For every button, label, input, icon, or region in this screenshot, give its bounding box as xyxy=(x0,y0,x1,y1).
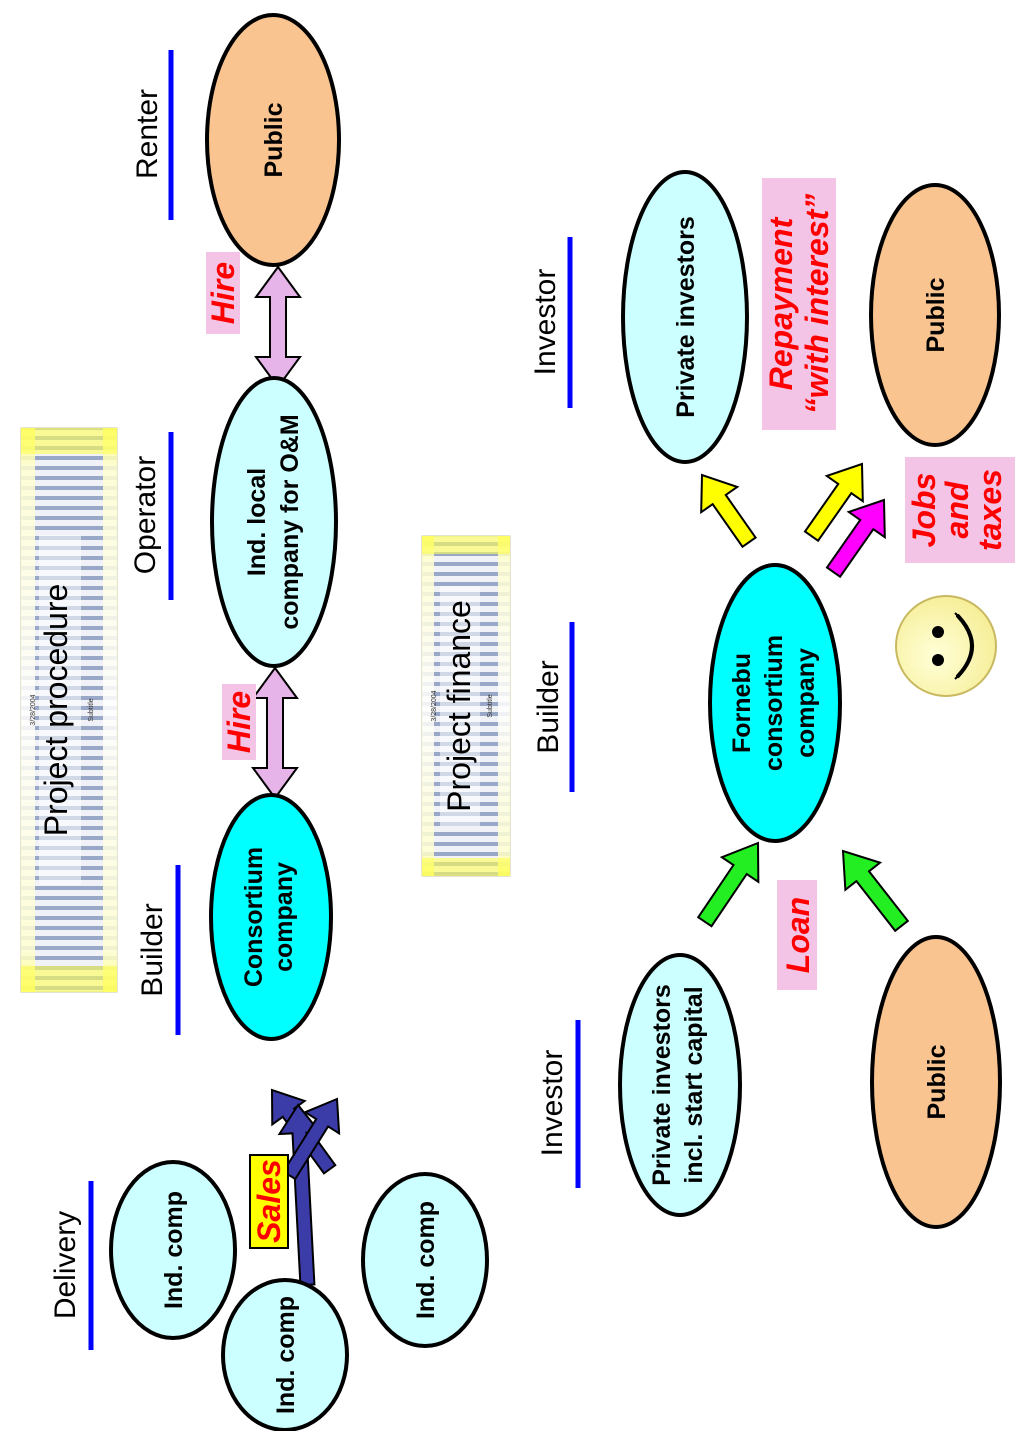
finance-banner-subtitle: Subtitle xyxy=(487,694,494,717)
role-label-builder: Builder xyxy=(136,903,169,996)
role-investor-right: Investor xyxy=(529,237,573,408)
role-builder-procedure: Builder xyxy=(136,865,181,1035)
loan-arrow xyxy=(841,849,910,933)
private-start-capital-node: Private investors incl. start capital xyxy=(618,953,742,1217)
public-label: Public xyxy=(922,277,950,352)
role-renter: Renter xyxy=(131,50,174,220)
private-start-label-line2: incl. start capital xyxy=(680,986,708,1183)
hire-double-arrow-1 xyxy=(251,666,299,800)
repayment-arrow xyxy=(803,462,864,543)
role-label-operator: Operator xyxy=(129,456,162,574)
private-investors-node: Private investors xyxy=(621,170,749,464)
jobs-taxes-label-line1: Jobs xyxy=(906,473,942,548)
role-builder-finance: Builder xyxy=(532,622,575,792)
procedure-banner-date: 3/28/2004 xyxy=(30,694,37,725)
ind-comp-label: Ind. comp xyxy=(160,1191,188,1309)
repayment-label-line2: “with interest” xyxy=(799,194,835,414)
repayment-arrow xyxy=(700,473,757,549)
hire-label: Hire xyxy=(221,691,257,753)
public-label: Public xyxy=(260,102,288,177)
sales-flow-label: Sales xyxy=(249,1154,289,1249)
jobs-taxes-flow-label: Jobs and taxes xyxy=(905,457,1015,563)
jobs-taxes-arrow xyxy=(825,498,886,579)
sales-label: Sales xyxy=(251,1159,287,1243)
consortium-label-line1: Consortium xyxy=(240,847,268,987)
role-label-builder: Builder xyxy=(532,660,565,753)
loan-arrow xyxy=(696,841,760,928)
fornebu-label-line1: Fornebu xyxy=(728,653,756,753)
loan-label: Loan xyxy=(780,897,816,973)
role-label-delivery: Delivery xyxy=(49,1211,82,1319)
role-label-investor: Investor xyxy=(536,1050,569,1157)
fornebu-label-line2: consortium xyxy=(760,635,788,771)
ind-comp-label: Ind. comp xyxy=(412,1201,440,1319)
private-start-label-line1: Private investors xyxy=(648,984,676,1186)
public-renter-node: Public xyxy=(205,13,341,267)
local-company-label-line1: Ind. local xyxy=(243,468,271,576)
ind-comp-node: Ind. comp xyxy=(361,1172,489,1348)
sales-arrow xyxy=(281,1097,341,1181)
hire-double-arrow-2 xyxy=(254,265,302,389)
hire-flow-label-1: Hire xyxy=(221,684,257,760)
procedure-banner: Project procedure 3/28/2004 Subtitle xyxy=(20,427,118,993)
public-investor-node: Public xyxy=(870,935,1002,1229)
private-investors-label: Private investors xyxy=(672,216,700,418)
public-label: Public xyxy=(923,1044,951,1119)
repayment-flow-label: Repayment “with interest” xyxy=(762,178,836,430)
fornebu-consortium-node: Fornebu consortium company xyxy=(708,563,842,843)
role-label-investor: Investor xyxy=(529,269,562,376)
repayment-label-line1: Repayment xyxy=(763,216,799,390)
procedure-banner-title: Project procedure xyxy=(38,584,74,837)
ind-comp-label: Ind. comp xyxy=(272,1296,300,1414)
hire-flow-label-2: Hire xyxy=(205,252,241,334)
consortium-node: Consortium company xyxy=(209,793,333,1041)
finance-banner-date: 3/28/2004 xyxy=(431,690,438,721)
loan-flow-label: Loan xyxy=(777,880,817,990)
loan-arrows xyxy=(696,841,910,933)
role-delivery: Delivery xyxy=(49,1181,94,1350)
ind-comp-node: Ind. comp xyxy=(109,1160,237,1340)
finance-banner: Project finance 3/28/2004 Subtitle xyxy=(421,535,511,877)
consortium-label-line2: company xyxy=(270,862,298,972)
local-company-node: Ind. local company for O&M xyxy=(210,376,338,668)
jobs-taxes-label-line3: taxes xyxy=(972,469,1008,551)
repayment-arrows xyxy=(700,462,864,549)
finance-banner-title: Project finance xyxy=(441,600,477,812)
ind-comp-node: Ind. comp xyxy=(221,1278,349,1432)
fornebu-label-line3: company xyxy=(792,648,820,758)
hire-label: Hire xyxy=(205,262,241,324)
procedure-banner-subtitle: Subtitle xyxy=(88,698,95,721)
role-operator: Operator xyxy=(129,432,174,600)
jobs-taxes-label-line2: and xyxy=(939,480,975,538)
role-investor-left: Investor xyxy=(536,1020,581,1188)
local-company-label-line2: company for O&M xyxy=(276,414,304,629)
role-label-renter: Renter xyxy=(131,89,164,179)
public-investor-node-right: Public xyxy=(869,183,1001,447)
smiley-face-icon xyxy=(895,595,997,697)
